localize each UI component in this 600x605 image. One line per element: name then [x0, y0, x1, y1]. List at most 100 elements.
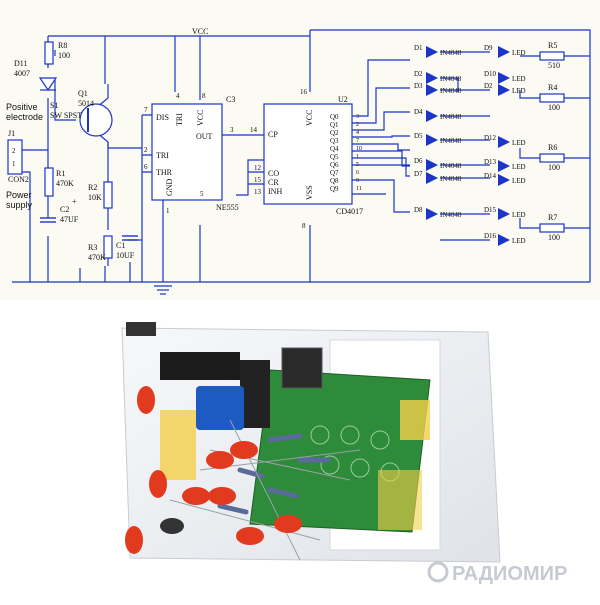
led-ref-5: D14 — [484, 172, 497, 180]
cd4017-output-q4: Q4 — [330, 145, 339, 153]
ne555-pin7: 7 — [144, 106, 148, 114]
r8-value: 100 — [58, 51, 70, 60]
diode-part-1: IN4048 — [440, 75, 462, 83]
diode-ref-3: D4 — [414, 108, 423, 116]
led-label-4: LED — [512, 163, 526, 171]
c1-ref: C1 — [116, 241, 125, 250]
r6-value: 100 — [548, 163, 560, 172]
ne555-body — [151, 103, 223, 201]
cd4017-output-pin-q6: 5 — [356, 162, 359, 168]
cd4017-vss-pin: VSS — [305, 185, 314, 200]
ne555-dis-pin: DIS — [156, 113, 169, 122]
cd4017-body — [263, 103, 353, 205]
led-label-2: LED — [512, 87, 526, 95]
j1-pin1: 1 — [12, 160, 16, 168]
led-ref-1: D10 — [484, 70, 497, 78]
j1-ref: J1 — [8, 129, 15, 138]
cd4017-output-pin-q9: 11 — [356, 186, 362, 192]
cd4017-part: CD4017 — [336, 207, 363, 216]
r1-ref: R1 — [56, 169, 65, 178]
r7-value: 100 — [548, 233, 560, 242]
power-supply-line2: supply — [6, 200, 33, 210]
ne555-pin1: 1 — [166, 207, 170, 215]
watermark: РАДИОМИР — [427, 561, 567, 585]
led-label-0: LED — [512, 49, 526, 57]
red-leds — [125, 386, 302, 554]
cd4017-cp-pin: CP — [268, 130, 278, 139]
led-ref-0: D9 — [484, 44, 493, 52]
cd4017-pin12: 12 — [254, 164, 262, 172]
diode-part-7: IN4048 — [440, 211, 462, 219]
diode-part-4: IN4048 — [440, 137, 462, 145]
ne555-pin2: 2 — [144, 146, 148, 154]
r4-value: 100 — [548, 103, 560, 112]
power-supply-line1: Power — [6, 190, 32, 200]
q1-transistor-symbol — [79, 103, 113, 137]
ne555-ref: C3 — [226, 95, 235, 104]
j1-pin2: 2 — [12, 147, 16, 155]
cd4017-output-q6: Q6 — [330, 161, 339, 169]
led-ref-6: D15 — [484, 206, 497, 214]
diode-ref-7: D8 — [414, 206, 423, 214]
cd4017-pin16: 16 — [300, 88, 308, 96]
led-label-3: LED — [512, 139, 526, 147]
capacitor-symbols — [40, 217, 138, 241]
ne555-pin8: 8 — [202, 92, 206, 100]
cd4017-output-q2: Q2 — [330, 129, 339, 137]
vcc-label: VCC — [192, 27, 208, 36]
d11-value: 4007 — [14, 69, 30, 78]
cd4017-vcc-pin: VCC — [305, 110, 314, 126]
cd4017-output-q8: Q8 — [330, 177, 339, 185]
diode-ref-1: D2 — [414, 70, 423, 78]
cd4017-output-pin-q0: 3 — [356, 114, 359, 120]
positive-electrode-line2: electrode — [6, 112, 43, 122]
c2-plus: + — [72, 197, 77, 206]
r3-ref: R3 — [88, 243, 97, 252]
cd4017-inh-pin: INH — [268, 187, 282, 196]
led-ref-4: D13 — [484, 158, 497, 166]
cd4017-output-q9: Q9 — [330, 185, 339, 193]
kit-photo: РАДИОМИР — [0, 300, 600, 600]
r1-value: 470K — [56, 179, 74, 188]
r5-value: 510 — [548, 61, 560, 70]
ic-chip — [240, 360, 270, 428]
cd4017-output-pin-q8: 9 — [356, 178, 359, 184]
diode-part-5: IN4048 — [440, 162, 462, 170]
r3-value: 470K — [88, 253, 106, 262]
diode-part-6: IN4048 — [440, 175, 462, 183]
ne555-tri-pin: TRI — [156, 151, 169, 160]
ne555-thr-pin: THR — [156, 168, 173, 177]
led-label-5: LED — [512, 177, 526, 185]
ne555-vcc-pin: VCC — [196, 110, 205, 126]
led-label-7: LED — [512, 237, 526, 245]
ne555-pin4: 4 — [176, 92, 180, 100]
diode-ref-0: D1 — [414, 44, 423, 52]
cd4017-output-q3: Q3 — [330, 137, 339, 145]
cd4017-pin15: 15 — [254, 176, 262, 184]
r5-ref: R5 — [548, 41, 557, 50]
r2-value: 10K — [88, 193, 102, 202]
cd4017-pin8: 8 — [302, 222, 306, 230]
cd4017-output-pin-q4: 10 — [356, 146, 362, 152]
potentiometer — [196, 386, 244, 430]
led-ref-2: D2 — [484, 82, 493, 90]
cd4017-output-pin-q3: 7 — [356, 138, 359, 144]
diode-ref-5: D6 — [414, 157, 423, 165]
led-label-1: LED — [512, 75, 526, 83]
led-ref-3: D12 — [484, 134, 497, 142]
cd4017-output-q7: Q7 — [330, 169, 339, 177]
resistor-symbols — [44, 41, 565, 259]
c2-value: 47UF — [60, 215, 79, 224]
r4-ref: R4 — [548, 83, 557, 92]
ne555-gnd-pin: GND — [165, 178, 174, 196]
ne555-pin6: 6 — [144, 163, 148, 171]
ic-chip — [160, 352, 240, 380]
diode-column — [426, 46, 438, 220]
ne555-pin5: 5 — [200, 190, 204, 198]
cd4017-output-pin-q7: 6 — [356, 170, 359, 176]
circuit-schematic: VCC C3 NE555 DIS TRI THR GND TRI VCC OUT… — [0, 0, 600, 300]
cd4017-ref: U2 — [338, 95, 348, 104]
d11-ref: D11 — [14, 59, 27, 68]
resistors — [217, 433, 331, 515]
